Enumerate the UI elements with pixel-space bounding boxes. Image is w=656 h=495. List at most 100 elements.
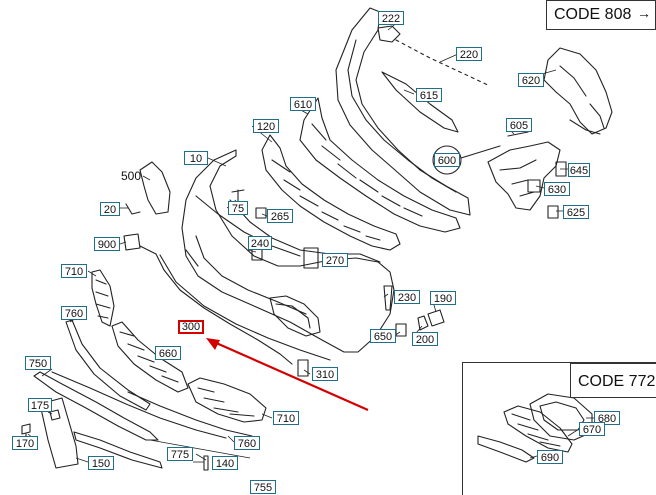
grille-615-strip [381, 71, 459, 133]
sensor-900 [123, 233, 141, 251]
inset-strip-690 [477, 435, 535, 463]
energy-absorber-120 [261, 134, 401, 251]
bumper-cover-10-inner [195, 235, 307, 315]
screw-140 [203, 455, 209, 471]
part-label-600[interactable]: 600 [434, 153, 460, 167]
grille-710-left-mesh [95, 279, 111, 319]
inset-insert-670-mesh [511, 413, 561, 447]
grille-710-right-mesh [197, 387, 255, 417]
trim-750 [33, 371, 159, 441]
sensor-190 [427, 309, 445, 327]
grille-660-mesh [119, 331, 179, 383]
part-label-20[interactable]: 20 [100, 202, 120, 216]
part-label-230[interactable]: 230 [394, 290, 420, 304]
part-label-625[interactable]: 625 [563, 205, 589, 219]
sensor-200 [417, 315, 429, 331]
part-label-140[interactable]: 140 [212, 456, 238, 470]
side-bracket-600 [487, 141, 561, 211]
inset-insert-670 [503, 405, 573, 453]
support-rail-inner [347, 39, 457, 193]
part-label-630[interactable]: 630 [544, 182, 570, 196]
bracket-222 [377, 25, 401, 43]
fog-lamp-opening-inner [275, 303, 311, 329]
bumper-cover-10 [181, 149, 395, 353]
part-label-690[interactable]: 690 [537, 450, 563, 464]
part-label-170[interactable]: 170 [12, 436, 38, 450]
arrow-right-icon: → [637, 5, 651, 21]
part-label-500[interactable]: 500 [120, 169, 142, 183]
fog-lamp-opening [269, 295, 321, 337]
part-label-310[interactable]: 310 [312, 367, 338, 381]
strip-755 [73, 431, 163, 469]
grille-710-right [187, 377, 267, 423]
part-label-645[interactable]: 645 [568, 163, 590, 177]
nut-265 [255, 207, 267, 219]
energy-absorber-120-ribs [271, 159, 381, 241]
cross-member-610 [299, 97, 461, 233]
fastener-605 [507, 131, 529, 137]
part-label-222[interactable]: 222 [378, 11, 404, 25]
part-label-710-upper[interactable]: 710 [61, 264, 87, 278]
screw-630 [527, 179, 541, 193]
cross-member-610-detail [311, 123, 423, 217]
part-label-710-lower[interactable]: 710 [273, 411, 299, 425]
highlight-arrow [206, 338, 369, 412]
code-808-label: CODE 808 [554, 6, 632, 23]
harness-300 [139, 245, 293, 365]
part-label-190[interactable]: 190 [430, 291, 456, 305]
bumper-grille-upper [195, 195, 301, 257]
part-label-120[interactable]: 120 [253, 119, 279, 133]
part-label-615[interactable]: 615 [416, 88, 442, 102]
part-label-175[interactable]: 175 [28, 398, 52, 412]
part-label-605[interactable]: 605 [506, 118, 532, 132]
part-label-265[interactable]: 265 [267, 209, 293, 223]
part-label-660[interactable]: 660 [155, 346, 181, 360]
part-label-620[interactable]: 620 [518, 73, 544, 87]
clip-650 [395, 323, 407, 337]
side-bracket-620 [543, 47, 613, 135]
part-label-750[interactable]: 750 [25, 356, 51, 370]
screw-625 [547, 205, 559, 219]
lower-trim-760 [127, 391, 253, 437]
part-label-270[interactable]: 270 [322, 253, 348, 267]
side-bracket-620-detail [559, 65, 605, 135]
part-label-610[interactable]: 610 [290, 97, 316, 111]
bracket-270 [303, 247, 319, 269]
part-label-75[interactable]: 75 [228, 201, 248, 215]
upper-support-rail [335, 7, 471, 216]
side-bracket-600-detail [499, 159, 537, 197]
bumper-lower-lip [159, 249, 331, 361]
part-label-670[interactable]: 670 [579, 422, 605, 436]
part-label-10[interactable]: 10 [184, 151, 208, 165]
part-label-300-highlighted[interactable]: 300 [178, 320, 204, 334]
clip-310 [297, 359, 309, 377]
screw-230 [383, 285, 393, 311]
marker-600-ring [432, 145, 462, 175]
clip-175 [49, 409, 61, 421]
grille-710-left [91, 269, 115, 327]
part-label-900[interactable]: 900 [94, 237, 120, 251]
part-label-760-upper[interactable]: 760 [61, 306, 87, 320]
part-label-220[interactable]: 220 [456, 47, 482, 61]
bumper-upper-edge [229, 199, 381, 263]
part-label-240[interactable]: 240 [248, 236, 272, 250]
part-label-775[interactable]: 775 [167, 447, 193, 461]
clip-20 [125, 203, 141, 215]
code-772-title-box: CODE 772 [570, 363, 656, 398]
trim-760-left [65, 319, 151, 411]
trim-line-lower [51, 371, 227, 439]
code-808-box: CODE 808 → [546, 0, 656, 30]
code-772-inset-box: CODE 772 [462, 362, 656, 495]
code-772-label: CODE 772 [578, 373, 656, 390]
part-label-760-lower[interactable]: 760 [234, 436, 260, 450]
plate-150 [39, 397, 79, 469]
clip-645 [555, 161, 567, 177]
side-mount-500 [139, 161, 171, 215]
part-label-200[interactable]: 200 [412, 332, 438, 346]
part-label-650[interactable]: 650 [370, 329, 396, 343]
part-label-150[interactable]: 150 [88, 456, 114, 470]
leader-600 [460, 145, 501, 159]
part-label-755[interactable]: 755 [250, 480, 276, 494]
grille-660 [111, 321, 189, 393]
